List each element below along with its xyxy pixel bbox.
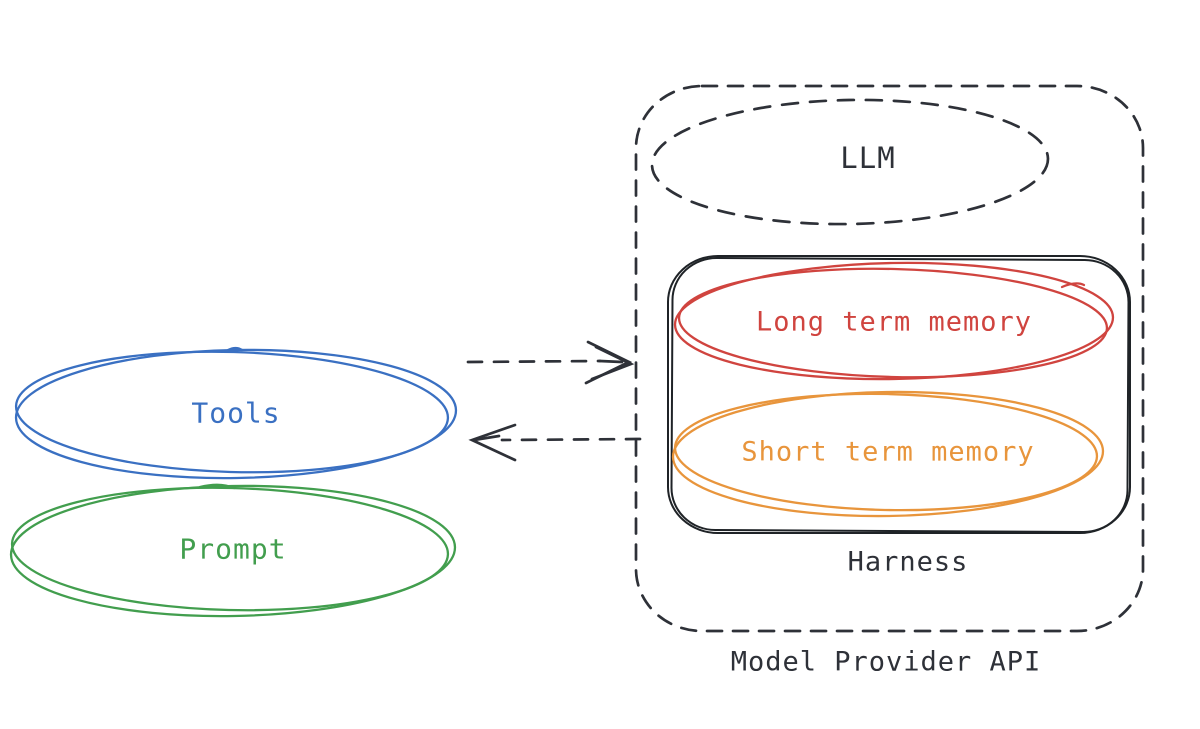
short-term-memory-ellipse [671, 390, 1105, 518]
llm-label: LLM [840, 141, 896, 175]
arrow-right [466, 340, 635, 385]
long-term-memory-label: Long term memory [755, 306, 1033, 338]
harness-box [667, 255, 1131, 534]
model-provider-api-label: Model Provider API [730, 646, 1042, 678]
prompt-ellipse [9, 483, 457, 618]
llm-ellipse [650, 98, 1050, 226]
model-provider-api-box [634, 84, 1145, 633]
tools-ellipse [14, 346, 458, 480]
arrow-left [468, 423, 642, 462]
prompt-label: Prompt [179, 532, 287, 566]
tools-label: Tools [191, 396, 281, 430]
long-term-memory-ellipse [673, 261, 1115, 381]
short-term-memory-label: Short term memory [741, 436, 1035, 468]
harness-label: Harness [847, 546, 969, 578]
